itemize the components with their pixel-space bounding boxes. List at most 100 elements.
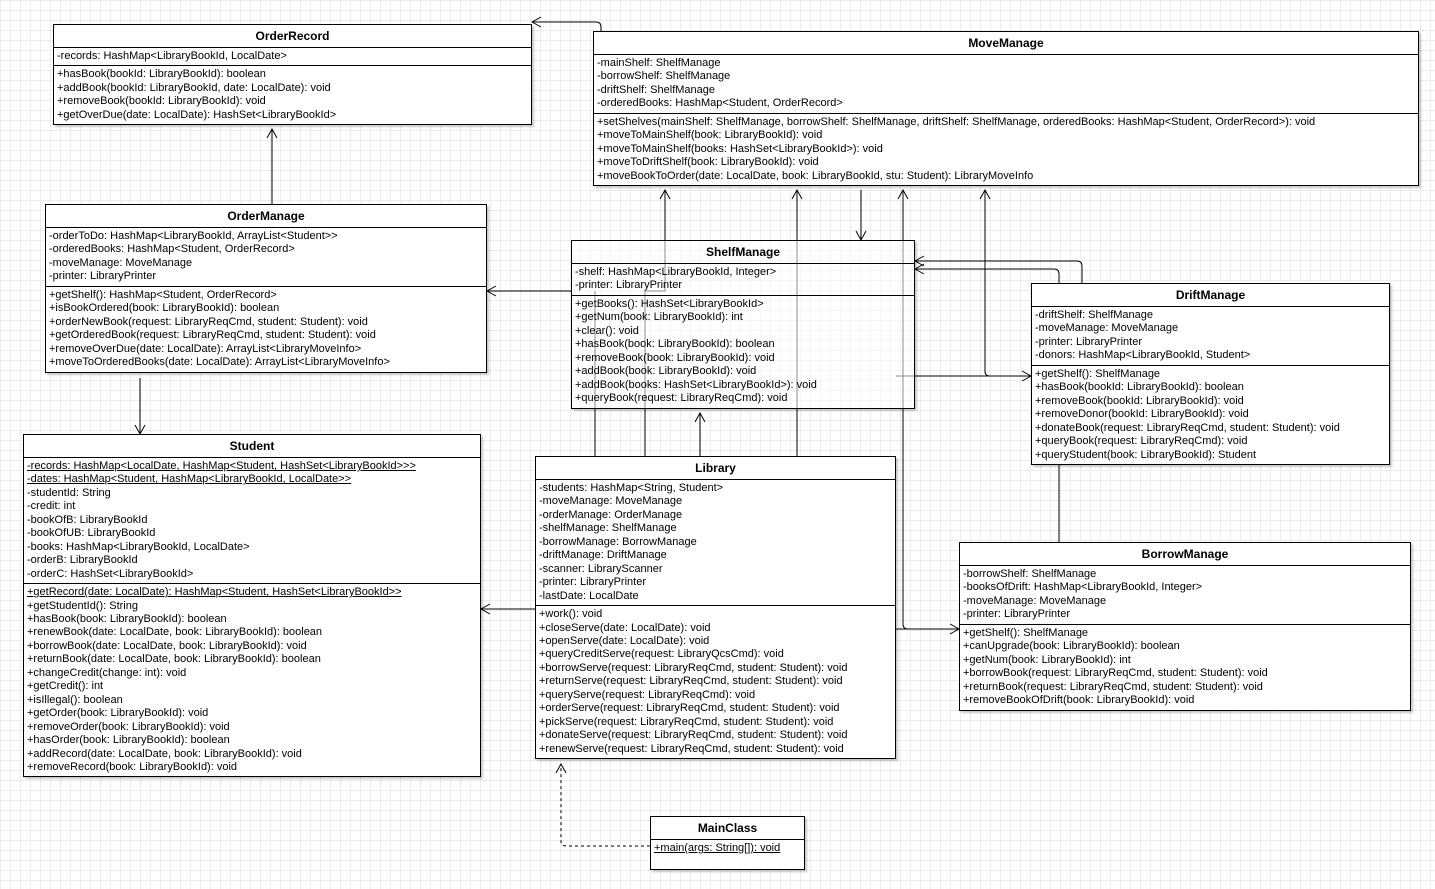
method: +clear(): void [575, 324, 639, 337]
method: +setShelves(mainShelf: ShelfManage, borr… [597, 115, 1316, 128]
method: +moveToOrderedBooks(date: LocalDate): Ar… [49, 356, 390, 369]
method: +borrowServe(request: LibraryReqCmd, stu… [539, 661, 848, 674]
methods-section: +hasBook(bookId: LibraryBookId): boolean… [54, 65, 531, 124]
method: +openServe(date: LocalDate): void [539, 634, 710, 647]
attribute: -orderedBooks: HashMap<Student, OrderRec… [49, 243, 295, 256]
method: +getCredit(): int [27, 680, 104, 693]
method: +queryBook(request: LibraryReqCmd): void [575, 392, 788, 405]
attributes-section: -records: HashMap<LibraryBookId, LocalDa… [54, 48, 531, 65]
method: +returnBook(request: LibraryReqCmd, stud… [963, 680, 1263, 693]
attribute: -bookOfB: LibraryBookId [27, 513, 148, 526]
attribute: -borrowManage: BorrowManage [539, 535, 697, 548]
method: +queryBook(request: LibraryReqCmd): void [1035, 435, 1248, 448]
attributes-section: -shelf: HashMap<LibraryBookId, Integer> … [572, 264, 914, 295]
class-name: MoveManage [594, 32, 1418, 55]
static-method: +getRecord(date: LocalDate): HashMap<Stu… [27, 586, 402, 599]
method: +addBook(bookId: LibraryBookId, date: Lo… [57, 81, 331, 94]
method: +removeOrder(book: LibraryBookId): void [27, 720, 230, 733]
class-ordermanage[interactable]: OrderManage -orderToDo: HashMap<LibraryB… [45, 204, 487, 373]
attribute: -moveManage: MoveManage [49, 256, 193, 269]
methods-section: +work(): void +closeServe(date: LocalDat… [536, 605, 895, 758]
class-student[interactable]: Student -records: HashMap<LocalDate, Has… [23, 434, 481, 778]
attribute: -printer: LibraryPrinter [575, 279, 682, 292]
attributes-section: -driftShelf: ShelfManage -moveManage: Mo… [1032, 307, 1389, 365]
method: +addRecord(date: LocalDate, book: Librar… [27, 747, 302, 760]
class-driftmanage[interactable]: DriftManage -driftShelf: ShelfManage -mo… [1031, 283, 1390, 465]
method: +borrowBook(date: LocalDate, book: Libra… [27, 639, 307, 652]
class-name: ShelfManage [572, 241, 914, 264]
methods-section: +getShelf(): HashMap<Student, OrderRecor… [46, 285, 486, 372]
class-name: OrderRecord [54, 25, 531, 48]
attribute: -driftShelf: ShelfManage [597, 83, 716, 96]
class-borrowmanage[interactable]: BorrowManage -borrowShelf: ShelfManage -… [959, 542, 1411, 711]
class-name: MainClass [651, 817, 804, 840]
static-method: +main(args: String[]): void [654, 842, 781, 854]
attribute: -credit: int [27, 500, 76, 513]
method: +addBook(books: HashSet<LibraryBookId>):… [575, 378, 817, 391]
method: +queryStudent(book: LibraryBookId): Stud… [1035, 448, 1257, 461]
methods-section: +getShelf(): ShelfManage +canUpgrade(boo… [960, 623, 1410, 710]
class-shelfmanage[interactable]: ShelfManage -shelf: HashMap<LibraryBookI… [571, 240, 915, 409]
method: +borrowBook(request: LibraryReqCmd, stud… [963, 667, 1268, 680]
method: +hasOrder(book: LibraryBookId): boolean [27, 734, 230, 747]
method: +hasBook(book: LibraryBookId): boolean [575, 338, 775, 351]
method: +hasBook(bookId: LibraryBookId): boolean [1035, 381, 1244, 394]
methods-section: +getRecord(date: LocalDate): HashMap<Stu… [24, 583, 480, 776]
attribute: -orderB: LibraryBookId [27, 554, 138, 567]
attributes-section: -borrowShelf: ShelfManage -booksOfDrift:… [960, 566, 1410, 624]
method: +moveToMainShelf(book: LibraryBookId): v… [597, 129, 823, 142]
attributes-section: -orderToDo: HashMap<LibraryBookId, Array… [46, 228, 486, 286]
method: +removeRecord(book: LibraryBookId): void [27, 760, 238, 773]
method: +work(): void [539, 608, 603, 621]
methods-section: +setShelves(mainShelf: ShelfManage, borr… [594, 112, 1418, 185]
attribute: -driftManage: DriftManage [539, 549, 667, 562]
method: +getStudentId(): String [27, 599, 138, 612]
method: +getNum(book: LibraryBookId): int [575, 311, 743, 324]
method: +queryCreditServe(request: LibraryQcsCmd… [539, 648, 784, 661]
method: +hasBook(book: LibraryBookId): boolean [27, 612, 227, 625]
method: +returnServe(request: LibraryReqCmd, stu… [539, 675, 843, 688]
attribute: -students: HashMap<String, Student> [539, 482, 724, 494]
attribute: -printer: LibraryPrinter [49, 270, 156, 283]
edge-borrowmanage-shelfmanage [913, 263, 1060, 542]
static-attribute: -dates: HashMap<Student, HashMap<Library… [27, 473, 352, 486]
class-name: Library [536, 457, 895, 480]
attribute: -studentId: String [27, 486, 111, 499]
method: +removeDonor(bookId: LibraryBookId): voi… [1035, 408, 1249, 421]
method: +donateServe(request: LibraryReqCmd, stu… [539, 729, 848, 742]
class-movemanage[interactable]: MoveManage -mainShelf: ShelfManage -borr… [593, 31, 1419, 187]
method: +closeServe(date: LocalDate): void [539, 621, 711, 634]
method: +isIllegal(): boolean [27, 693, 123, 706]
class-name: DriftManage [1032, 284, 1389, 307]
attribute: -donors: HashMap<LibraryBookId, Student> [1035, 349, 1251, 362]
method: +getOrder(book: LibraryBookId): void [27, 707, 209, 720]
method: +removeBook(bookId: LibraryBookId): void [1035, 394, 1244, 407]
class-library[interactable]: Library -students: HashMap<String, Stude… [535, 456, 896, 760]
attribute: -orderC: HashSet<LibraryBookId> [27, 567, 194, 580]
attribute: -records: HashMap<LibraryBookId, LocalDa… [57, 50, 287, 62]
method: +donateBook(request: LibraryReqCmd, stud… [1035, 421, 1340, 434]
static-attribute: -records: HashMap<LocalDate, HashMap<Stu… [27, 460, 416, 472]
method: +canUpgrade(book: LibraryBookId): boolea… [963, 640, 1180, 653]
attribute: -booksOfDrift: HashMap<LibraryBookId, In… [963, 581, 1203, 594]
attribute: -orderToDo: HashMap<LibraryBookId, Array… [49, 230, 338, 242]
class-name: OrderManage [46, 205, 486, 228]
method: +moveToMainShelf(books: HashSet<LibraryB… [597, 142, 883, 155]
methods-section: +main(args: String[]): void [651, 840, 804, 869]
method: +getOverDue(date: LocalDate): HashSet<Li… [57, 108, 337, 121]
attributes-section: -students: HashMap<String, Student> -mov… [536, 480, 895, 605]
attribute: -scanner: LibraryScanner [539, 562, 663, 575]
method: +changeCredit(change: int): void [27, 666, 187, 679]
attribute: -books: HashMap<LibraryBookId, LocalDate… [27, 540, 250, 553]
method: +removeBook(book: LibraryBookId): void [575, 351, 775, 364]
method: +getShelf(): HashMap<Student, OrderRecor… [49, 288, 277, 301]
attribute: -printer: LibraryPrinter [539, 576, 646, 589]
class-orderrecord[interactable]: OrderRecord -records: HashMap<LibraryBoo… [53, 24, 532, 126]
method: +getOrderedBook(request: LibraryReqCmd, … [49, 329, 376, 342]
method: +getShelf(): ShelfManage [963, 626, 1089, 639]
attribute: -shelfManage: ShelfManage [539, 522, 677, 535]
method: +returnBook(date: LocalDate, book: Libra… [27, 653, 321, 666]
method: +removeOverDue(date: LocalDate): ArrayLi… [49, 342, 362, 355]
class-mainclass[interactable]: MainClass +main(args: String[]): void [650, 816, 805, 871]
attribute: -orderManage: OrderManage [539, 508, 683, 521]
